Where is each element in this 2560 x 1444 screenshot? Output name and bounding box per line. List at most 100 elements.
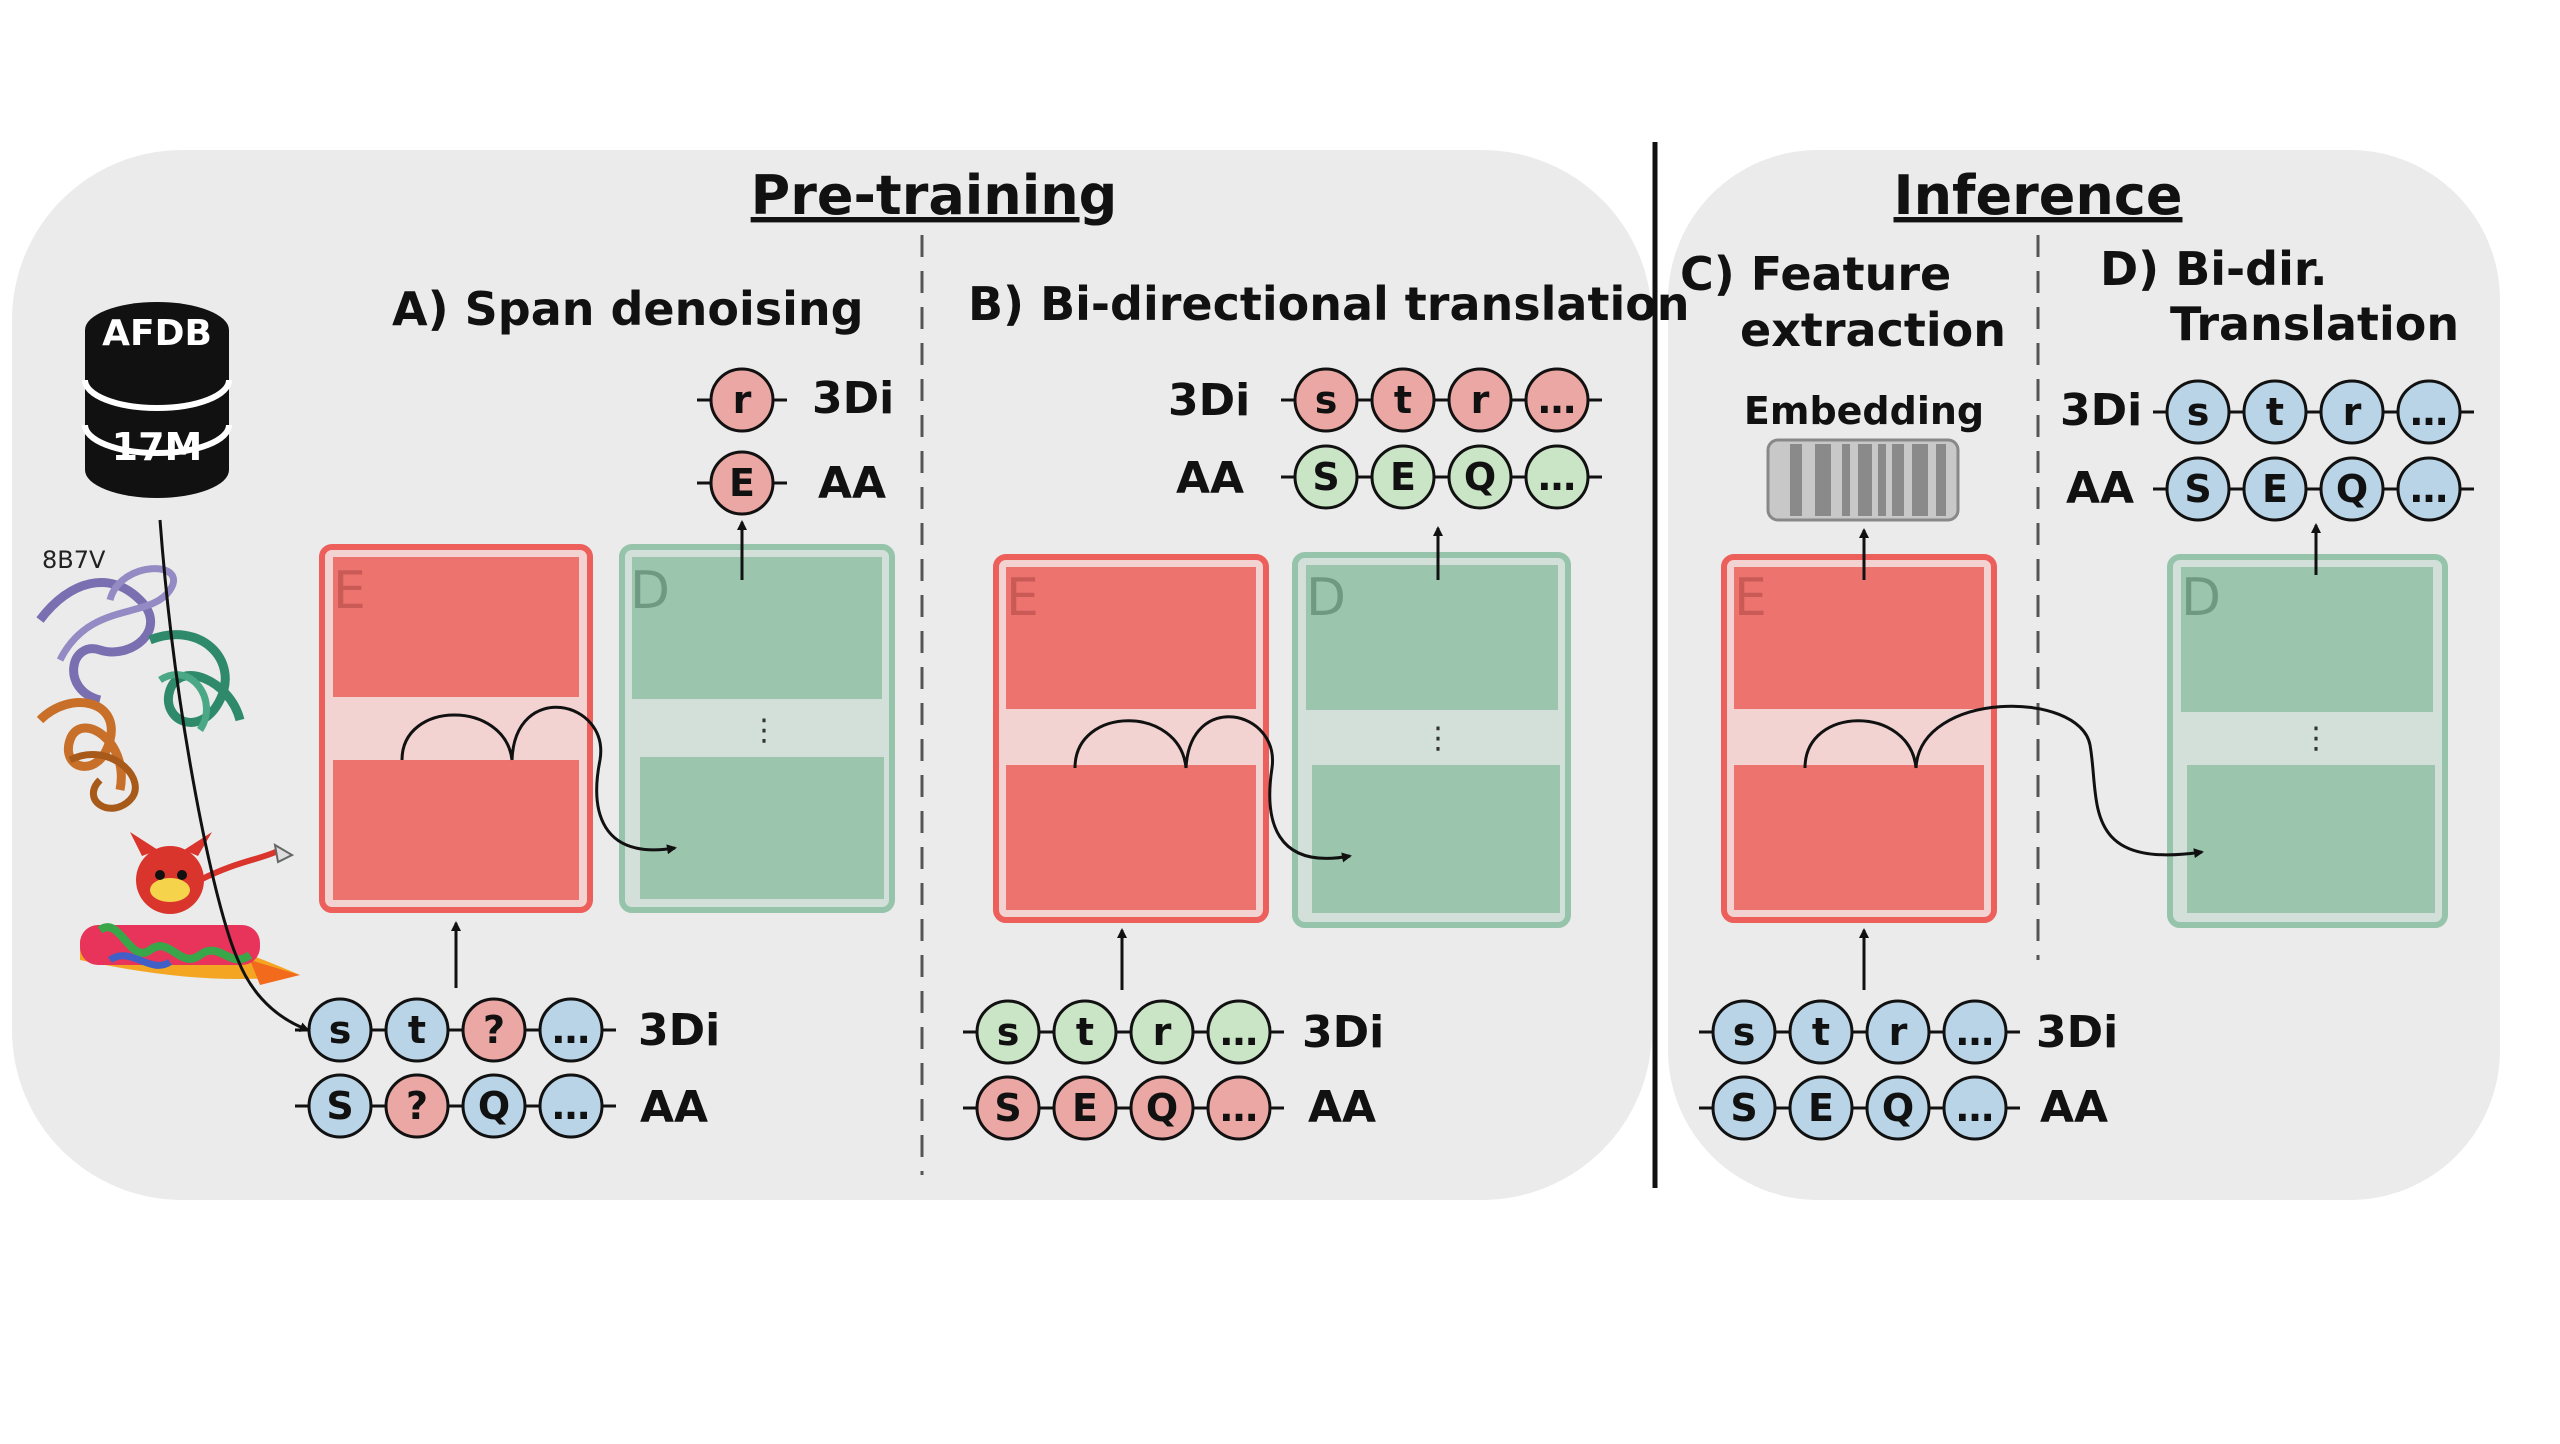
attention-arcs-cd [1803,704,2202,855]
token-label: … [1220,1010,1258,1054]
section-d-heading-line1: D) Bi-dir. [2100,242,2327,296]
label-a-output-aa: AA [818,458,886,509]
token-label: S [2184,467,2211,511]
label-a-input-aa: AA [640,1082,708,1133]
decoder-letter-a: D [630,561,670,621]
label-c-input-aa: AA [2040,1082,2108,1133]
token-circle [1865,1075,1931,1141]
token-label: S [1730,1086,1757,1130]
label-b-input-aa: AA [1308,1082,1376,1133]
token-label: s [329,1008,352,1052]
token-label: E [729,461,755,505]
token-label: Q [1882,1086,1914,1130]
pdb-id-label: 8B7V [42,546,106,574]
section-a-heading: A) Span denoising [392,282,864,336]
token-label: s [1733,1010,1756,1054]
decoder-ellipsis-d: ⋮ [2301,721,2331,756]
token-label: … [1538,378,1576,422]
token-label: t [1812,1010,1830,1054]
token-circle [1293,444,1359,510]
token-circle [1524,367,1590,433]
embedding-vector-icon [1766,438,1960,522]
token-row-b-input-3di: s t r … [963,999,1284,1065]
token-circle [538,1073,604,1139]
token-label: t [1076,1010,1094,1054]
label-b-output-3di: 3Di [1168,375,1250,426]
encoder-block-a [319,544,593,913]
token-row-a-output-aa: E [697,450,787,516]
encoder-letter-b: E [1006,568,1039,628]
label-b-input-3di: 3Di [1302,1007,1384,1058]
pretraining-title: Pre-training [751,164,1118,227]
token-circle [2242,379,2308,445]
section-c-heading-line2: extraction [1740,303,2006,357]
token-label: r [1889,1010,1908,1054]
token-circle [709,450,775,516]
section-b-heading: B) Bi-directional translation [968,277,1690,331]
token-label: t [2266,390,2284,434]
decoder-block-d [2167,554,2448,928]
token-circle [2396,456,2462,522]
token-circle [1788,999,1854,1065]
token-label: … [1956,1086,1994,1130]
token-label: … [552,1008,590,1052]
encoder-letter-a: E [333,561,366,621]
protein-structure-image [36,565,245,812]
token-circle [307,1073,373,1139]
token-circle [2242,456,2308,522]
decoder-ellipsis-b: ⋮ [1423,721,1453,756]
token-circle [1788,1075,1854,1141]
token-circle [384,997,450,1063]
token-label: … [552,1084,590,1128]
decoder-letter-b: D [1306,568,1346,628]
attention-arcs-a [400,705,675,850]
token-label: E [1808,1086,1834,1130]
token-label: ? [483,1008,505,1052]
token-label: s [997,1010,1020,1054]
token-label: t [1394,378,1412,422]
token-circle [1711,999,1777,1065]
token-circle [461,1073,527,1139]
mascot-rocket-image [80,832,300,985]
token-label: r [1153,1010,1172,1054]
token-circle [1942,1075,2008,1141]
token-circle [1447,367,1513,433]
embedding-label: Embedding [1744,389,1984,433]
token-circle [1206,1075,1272,1141]
token-circle [2396,379,2462,445]
database-connector-arrow [158,519,310,1032]
token-circle [384,1073,450,1139]
token-label: ? [406,1084,428,1128]
label-a-output-3di: 3Di [812,373,894,424]
token-label: … [1220,1086,1258,1130]
token-circle [1052,999,1118,1065]
token-circle [2319,379,2385,445]
token-circle [307,997,373,1063]
token-label: s [1315,378,1338,422]
token-label: r [733,378,752,422]
token-label: r [2343,390,2362,434]
token-label: Q [1464,455,1496,499]
label-d-output-3di: 3Di [2060,385,2142,436]
token-row-c-input-aa: S E Q … [1699,1075,2020,1141]
decoder-ellipsis-a: ⋮ [749,713,779,748]
encoder-letter-c: E [1734,568,1767,628]
label-a-input-3di: 3Di [638,1005,720,1056]
token-label: E [1390,455,1416,499]
encoder-block-b [993,554,1269,923]
label-d-output-aa: AA [2066,463,2134,514]
token-row-a-input-aa: S?Q… [295,1073,616,1139]
token-label: S [994,1086,1021,1130]
token-label: S [1312,455,1339,499]
attention-arcs-b [1073,715,1350,859]
token-label: … [1956,1010,1994,1054]
token-circle [1370,367,1436,433]
token-label: t [408,1008,426,1052]
token-circle [1052,1075,1118,1141]
token-label: … [1538,455,1576,499]
token-label: … [2410,467,2448,511]
database-name: AFDB [102,313,212,354]
